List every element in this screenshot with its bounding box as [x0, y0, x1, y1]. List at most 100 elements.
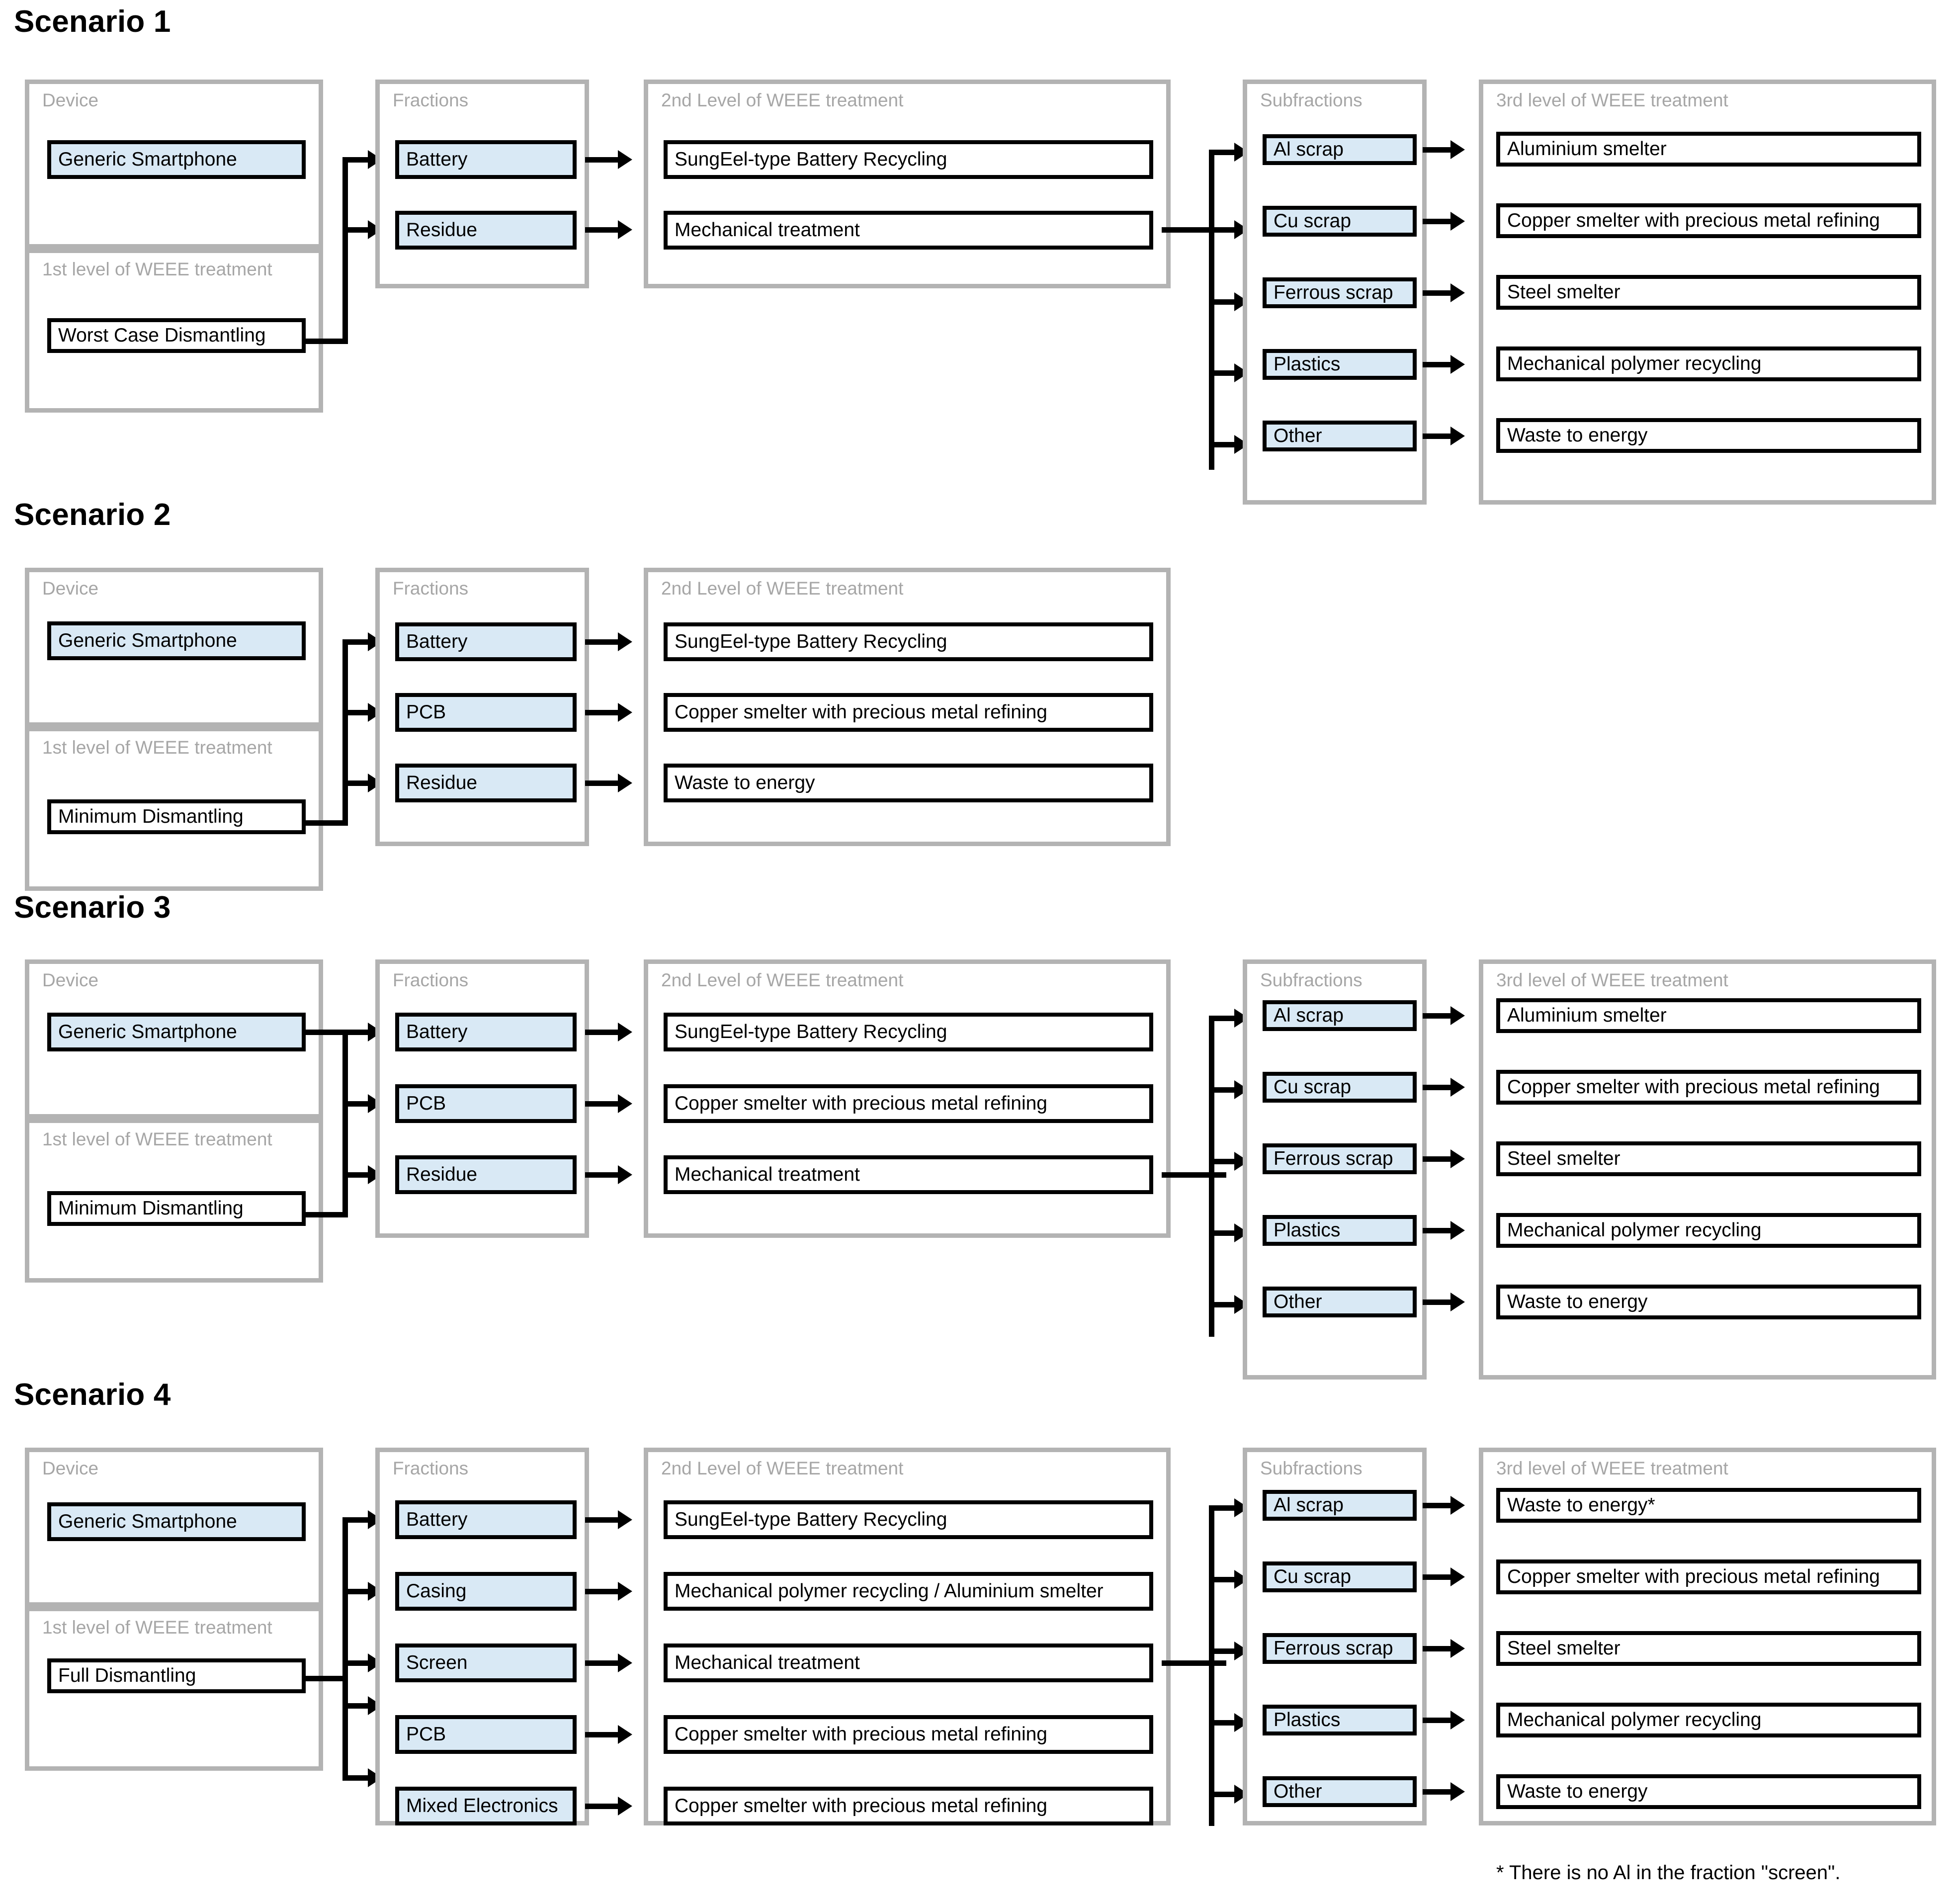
scenario-3-title: Scenario 3 [14, 890, 171, 925]
scenario-1-level3-label-3: Mechanical polymer recycling [1507, 352, 1762, 374]
scenario-2-level2-label-1: Copper smelter with precious metal refin… [675, 701, 1047, 723]
scenario-3-subfraction-node-0[interactable]: Al scrap [1263, 1000, 1417, 1031]
scenario-1-level3-label-4: Waste to energy [1507, 424, 1648, 446]
scenario-1-fraction-node-1[interactable]: Residue [395, 211, 577, 250]
scenario-2-device-node[interactable]: Generic Smartphone [47, 621, 306, 660]
scenario-1-subfraction-node-0[interactable]: Al scrap [1263, 134, 1417, 165]
scenario-1-subfraction-node-3[interactable]: Plastics [1263, 349, 1417, 380]
scenario-4-s2l-line-3 [1423, 1718, 1452, 1723]
scenario-1-level3-node-3[interactable]: Mechanical polymer recycling [1496, 346, 1921, 381]
scenario-3-f2l-line-1 [585, 1101, 620, 1107]
scenario-3-fraction-node-2[interactable]: Residue [395, 1155, 577, 1194]
scenario-3-subfraction-node-2[interactable]: Ferrous scrap [1263, 1143, 1417, 1174]
scenario-3-level1-node[interactable]: Minimum Dismantling [47, 1191, 306, 1226]
scenario-2-fraction-label-0: Battery [406, 630, 468, 652]
scenario-3-f2l-arrow-1 [618, 1094, 632, 1113]
scenario-4-level2-node-2[interactable]: Mechanical treatment [664, 1644, 1153, 1682]
scenario-3-subfraction-node-1[interactable]: Cu scrap [1263, 1072, 1417, 1103]
scenario-1-level2-node-0[interactable]: SungEel-type Battery Recycling [664, 140, 1153, 179]
group-label-device: Device [42, 578, 99, 599]
scenario-1-subfraction-node-4[interactable]: Other [1263, 421, 1417, 451]
scenario-4-fraction-node-4[interactable]: Mixed Electronics [395, 1787, 577, 1825]
scenario-4-subfraction-node-4[interactable]: Other [1263, 1776, 1417, 1807]
scenario-1-level3-node-2[interactable]: Steel smelter [1496, 275, 1921, 310]
scenario-4-fraction-node-0[interactable]: Battery [395, 1500, 577, 1539]
scenario-4-level2-node-0[interactable]: SungEel-type Battery Recycling [664, 1500, 1153, 1539]
scenario-4-device-label: Generic Smartphone [58, 1510, 237, 1532]
scenario-4-level1-node[interactable]: Full Dismantling [47, 1658, 306, 1693]
scenario-2-fraction-node-0[interactable]: Battery [395, 622, 577, 661]
scenario-3-level2-node-0[interactable]: SungEel-type Battery Recycling [664, 1013, 1153, 1051]
scenario-1-level3-node-0[interactable]: Aluminium smelter [1496, 132, 1921, 167]
scenario-1-level3-node-4[interactable]: Waste to energy [1496, 418, 1921, 453]
scenario-4-subfraction-node-2[interactable]: Ferrous scrap [1263, 1633, 1417, 1664]
scenario-4-f2l-line-3 [585, 1732, 620, 1737]
scenario-4-level1-label: Full Dismantling [58, 1664, 196, 1686]
scenario-2-level2-node-1[interactable]: Copper smelter with precious metal refin… [664, 693, 1153, 732]
scenario-3-bus-branch-1 [342, 1101, 370, 1107]
scenario-1-f2l-arrow-1 [618, 220, 632, 239]
scenario-4-fraction-node-2[interactable]: Screen [395, 1644, 577, 1682]
scenario-4-bus-branch-3 [342, 1703, 370, 1709]
scenario-4-fraction-label-4: Mixed Electronics [406, 1795, 558, 1817]
scenario-4-fraction-node-3[interactable]: PCB [395, 1715, 577, 1754]
scenario-4-level3-node-1[interactable]: Copper smelter with precious metal refin… [1496, 1559, 1921, 1594]
scenario-1-level2-label-0: SungEel-type Battery Recycling [675, 148, 947, 170]
scenario-4-subfraction-node-1[interactable]: Cu scrap [1263, 1561, 1417, 1592]
scenario-4-level3-node-3[interactable]: Mechanical polymer recycling [1496, 1703, 1921, 1737]
scenario-3-level2-node-2[interactable]: Mechanical treatment [664, 1155, 1153, 1194]
scenario-4-f2l-arrow-3 [618, 1725, 632, 1744]
scenario-4-level3-node-2[interactable]: Steel smelter [1496, 1631, 1921, 1666]
scenario-1-subfraction-node-2[interactable]: Ferrous scrap [1263, 277, 1417, 308]
scenario-2-level1-node[interactable]: Minimum Dismantling [47, 799, 306, 834]
scenario-3-level3-node-2[interactable]: Steel smelter [1496, 1141, 1921, 1176]
scenario-3-s2l-line-0 [1423, 1013, 1452, 1019]
scenario-3-f2l-arrow-2 [618, 1165, 632, 1184]
scenario-1-level2-node-1[interactable]: Mechanical treatment [664, 211, 1153, 250]
scenario-3-s2l-line-3 [1423, 1228, 1452, 1233]
scenario-4-level3-node-4[interactable]: Waste to energy [1496, 1774, 1921, 1809]
scenario-2-fraction-node-2[interactable]: Residue [395, 764, 577, 802]
scenario-4-s2l-line-2 [1423, 1646, 1452, 1651]
scenario-4-subfraction-node-0[interactable]: Al scrap [1263, 1490, 1417, 1521]
scenario-1-subfraction-label-1: Cu scrap [1274, 210, 1352, 232]
scenario-3-fraction-node-1[interactable]: PCB [395, 1084, 577, 1123]
scenario-3-device-node[interactable]: Generic Smartphone [47, 1013, 306, 1051]
scenario-1-subfraction-node-1[interactable]: Cu scrap [1263, 206, 1417, 237]
scenario-3-level3-node-3[interactable]: Mechanical polymer recycling [1496, 1213, 1921, 1248]
scenario-3-level3-node-1[interactable]: Copper smelter with precious metal refin… [1496, 1070, 1921, 1105]
scenario-1-fraction-node-0[interactable]: Battery [395, 140, 577, 179]
scenario-3-subfraction-node-4[interactable]: Other [1263, 1287, 1417, 1317]
scenario-3-fan-branch-4 [1209, 1302, 1236, 1307]
scenario-1-s2l-line-2 [1423, 290, 1452, 296]
scenario-2-f2l-line-1 [585, 710, 620, 715]
scenario-2-level2-node-0[interactable]: SungEel-type Battery Recycling [664, 622, 1153, 661]
scenario-2-level2-label-0: SungEel-type Battery Recycling [675, 630, 947, 652]
scenario-4-level3-node-0[interactable]: Waste to energy* [1496, 1488, 1921, 1523]
scenario-3-level3-node-0[interactable]: Aluminium smelter [1496, 998, 1921, 1033]
scenario-3-subfraction-node-3[interactable]: Plastics [1263, 1215, 1417, 1246]
scenario-4-level2-node-3[interactable]: Copper smelter with precious metal refin… [664, 1715, 1153, 1754]
scenario-3-fan-branch-0 [1209, 1016, 1236, 1021]
scenario-3-level2-node-1[interactable]: Copper smelter with precious metal refin… [664, 1084, 1153, 1123]
scenario-3-s2l-line-2 [1423, 1156, 1452, 1162]
scenario-2-level2-node-2[interactable]: Waste to energy [664, 764, 1153, 802]
scenario-4-f2l-line-1 [585, 1589, 620, 1594]
scenario-4-level2-node-1[interactable]: Mechanical polymer recycling / Aluminium… [664, 1572, 1153, 1611]
scenario-4-subfraction-node-3[interactable]: Plastics [1263, 1705, 1417, 1735]
scenario-4-fraction-node-1[interactable]: Casing [395, 1572, 577, 1611]
scenario-1-level1-node[interactable]: Worst Case Dismantling [47, 318, 306, 353]
scenario-3-fraction-node-0[interactable]: Battery [395, 1013, 577, 1051]
scenario-4-level3-label-1: Copper smelter with precious metal refin… [1507, 1565, 1880, 1587]
scenario-2-level2-label-2: Waste to energy [675, 772, 815, 793]
scenario-1-device-node[interactable]: Generic Smartphone [47, 140, 306, 179]
scenario-1-level3-label-0: Aluminium smelter [1507, 138, 1667, 160]
scenario-4-device-node[interactable]: Generic Smartphone [47, 1502, 306, 1541]
scenario-2-fraction-node-1[interactable]: PCB [395, 693, 577, 732]
scenario-3-level3-node-4[interactable]: Waste to energy [1496, 1285, 1921, 1319]
scenario-1-fraction-label-0: Battery [406, 148, 468, 170]
scenario-4-bus-branch-2 [342, 1660, 370, 1666]
scenario-4-level2-node-4[interactable]: Copper smelter with precious metal refin… [664, 1787, 1153, 1825]
footnote: * There is no Al in the fraction "screen… [1496, 1862, 1841, 1884]
scenario-1-level3-node-1[interactable]: Copper smelter with precious metal refin… [1496, 203, 1921, 238]
